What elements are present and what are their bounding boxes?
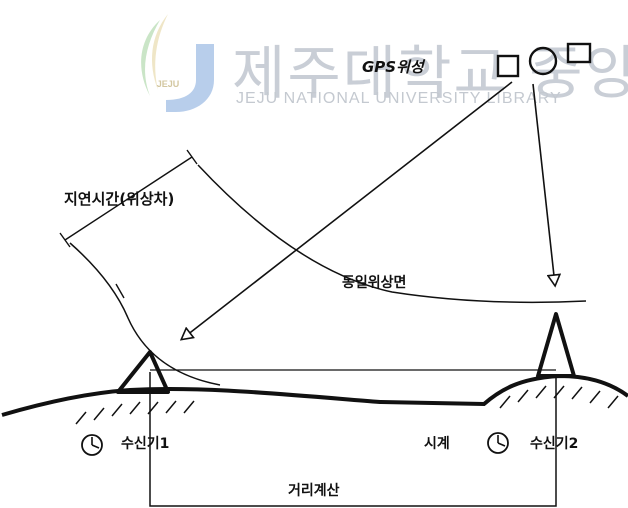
antenna-receiver1-icon [116,350,170,394]
receiver2-label: 수신기2 [530,436,579,452]
satellite-label: GPS위성 [362,58,424,76]
clock-icon-receiver1 [81,434,103,456]
delay-dimension-tick-left [59,232,71,248]
receiver1-label: 수신기1 [121,436,170,452]
delay-label: 지연시간(위상차) [64,190,175,208]
baseline-label: 거리계산 [288,483,340,499]
wavefront-label: 동일위상면 [342,275,407,291]
wavefront-curve [197,164,587,304]
delay-extension-curve [69,242,221,386]
antenna-receiver2-icon [536,312,576,378]
clock-label: 시계 [424,436,450,452]
ground-profile [1,373,628,417]
watermark-subtitle: JEJU NATIONAL UNIVERSITY LIBRARY [236,90,562,107]
satellite-square-icon-2 [566,42,592,64]
baseline-bracket [149,372,557,507]
logo-swoosh-blue [166,44,214,112]
signal-ray-to-receiver2 [532,83,555,285]
delay-dimension-line [64,156,193,241]
satellite-square-icon-1 [496,54,520,78]
delay-dimension-tick-right [186,149,198,165]
clock-icon-receiver2 [487,432,509,454]
watermark-title: 제주대학교 중앙도서관 [232,39,628,107]
satellite-circle-icon [528,46,558,76]
logo-swoosh-green [141,20,160,96]
signal-ray-to-receiver1 [182,81,513,339]
watermark-logo-text: JEJU [156,79,180,89]
logo-swoosh-yellow [152,14,168,90]
delay-extension-tick [115,283,125,299]
